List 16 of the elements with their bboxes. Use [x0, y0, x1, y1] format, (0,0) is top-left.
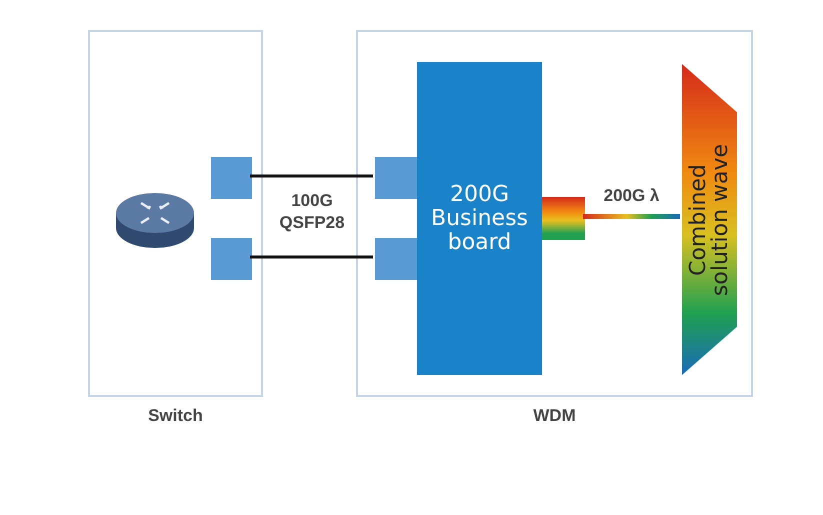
wavelength-line: [583, 214, 680, 219]
port-square: [375, 238, 417, 280]
cable-line: [250, 256, 373, 258]
edge-label: 200G λ: [602, 184, 660, 206]
cable-line: [250, 174, 373, 178]
colored-port: [542, 197, 585, 240]
panel-heading: WDM: [532, 405, 577, 427]
board-block: [417, 62, 542, 375]
multiplexer-shape: [682, 64, 737, 375]
port-square: [375, 157, 417, 199]
board-label: 200G Business board: [430, 182, 529, 254]
multiplexer-label: Combined solution wave: [688, 142, 732, 298]
link-label: 100G QSFP28: [278, 190, 346, 234]
port-square: [211, 157, 252, 199]
panel-heading: Switch: [147, 405, 204, 427]
port-square: [211, 238, 252, 280]
